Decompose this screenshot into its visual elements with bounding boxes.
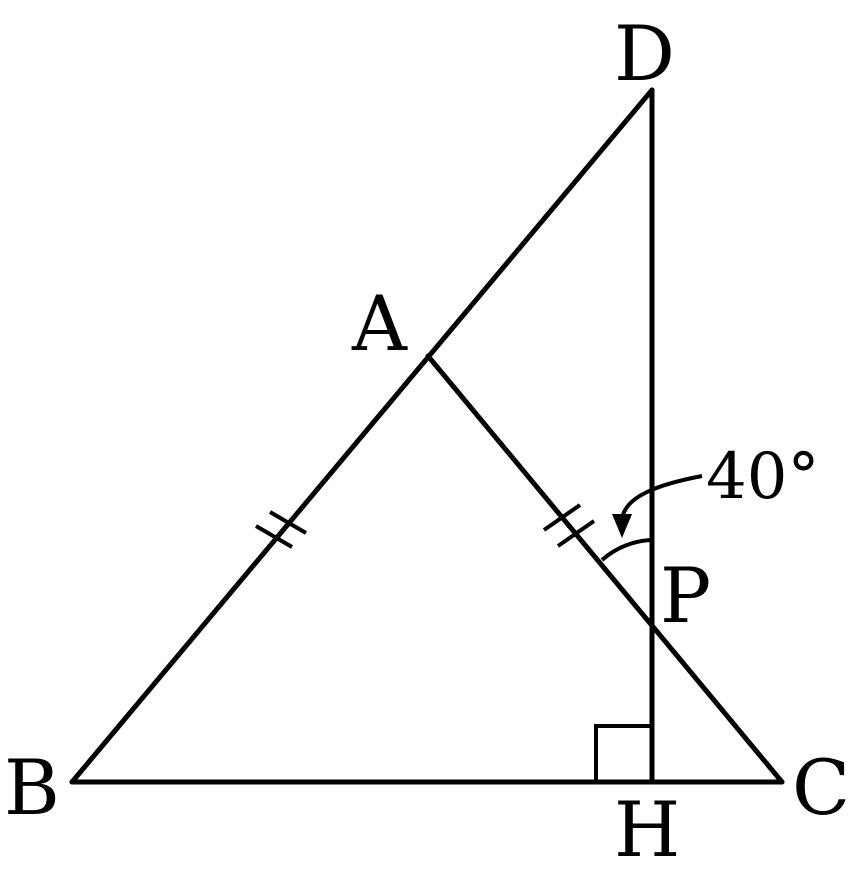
angle-label: 40° bbox=[706, 440, 819, 514]
tick-mark-AB-1 bbox=[254, 524, 294, 549]
label-H: H bbox=[614, 785, 680, 874]
label-A: A bbox=[351, 279, 408, 368]
label-D: D bbox=[614, 9, 675, 98]
angle-arc bbox=[600, 538, 653, 562]
segment-AC bbox=[425, 353, 785, 785]
segment-BD bbox=[69, 87, 655, 785]
tick-mark-AC-2 bbox=[556, 519, 596, 548]
label-B: B bbox=[4, 743, 60, 832]
label-C: C bbox=[792, 743, 850, 832]
arrowhead-icon bbox=[612, 514, 632, 538]
angle-leader-line bbox=[620, 474, 703, 521]
right-angle-marker bbox=[594, 724, 652, 782]
label-P: P bbox=[660, 551, 711, 640]
tick-mark-AC-1 bbox=[542, 503, 582, 532]
tick-mark-AB-2 bbox=[268, 510, 308, 535]
